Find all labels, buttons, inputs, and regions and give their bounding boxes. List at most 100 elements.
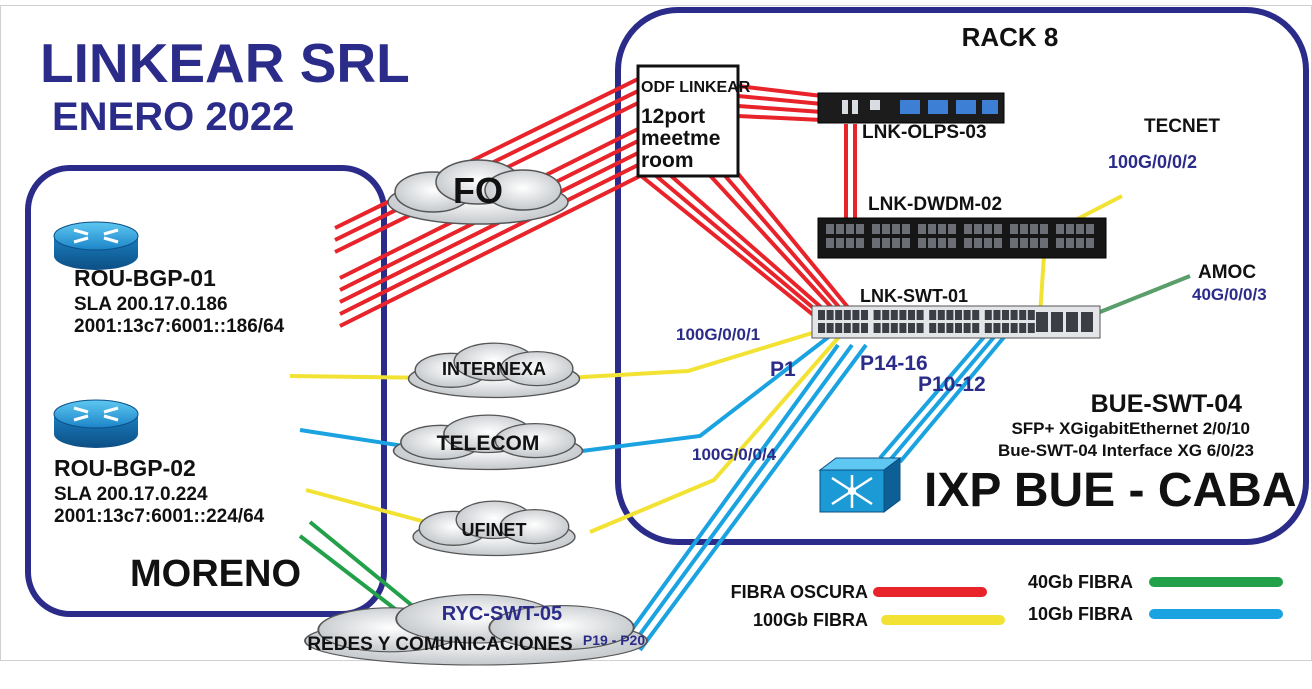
dwdm-port [856, 224, 864, 234]
switch-port [984, 310, 992, 320]
switch-uplink-port [1051, 312, 1063, 332]
router-2-name: ROU-BGP-02 [54, 455, 196, 481]
dwdm-port [836, 238, 844, 248]
dwdm-port [948, 224, 956, 234]
legend: FIBRA OSCURA 100Gb FIBRA 40Gb FIBRA 10Gb… [731, 572, 1283, 630]
switch-port [972, 323, 980, 333]
dwdm-port [928, 238, 936, 248]
amoc-label: AMOC [1198, 262, 1256, 283]
dwdm-port [872, 238, 880, 248]
dwdm-port [1066, 238, 1074, 248]
olps-label: LNK-OLPS-03 [862, 122, 987, 143]
switch-port [890, 310, 898, 320]
switch-port [946, 310, 954, 320]
dwdm-port [1030, 238, 1038, 248]
odf-box[interactable] [636, 64, 740, 178]
dwdm-port [938, 224, 946, 234]
switch-port [873, 323, 881, 333]
odf-label-3: meetme [641, 127, 720, 150]
legend-label-100g: 100Gb FIBRA [753, 610, 868, 630]
dwdm-port [974, 238, 982, 248]
page-subtitle: ENERO 2022 [52, 95, 294, 139]
dwdm-port [928, 224, 936, 234]
dwdm-port [1010, 238, 1018, 248]
amoc-port-label: 40G/0/0/3 [1192, 285, 1267, 304]
dwdm-port [892, 224, 900, 234]
switch-port [972, 310, 980, 320]
switch-port [993, 323, 1001, 333]
telecom-label: TELECOM [437, 432, 540, 455]
port-label-p10-12: P10-12 [918, 373, 986, 396]
dark-fiber-lines-olps-dwdm [844, 124, 857, 226]
switch-port [1002, 310, 1009, 320]
switch-port [882, 310, 890, 320]
switch-uplink-port [1066, 312, 1078, 332]
switch-port [1027, 310, 1035, 320]
page-title: LINKEAR SRL [40, 32, 410, 94]
port-label-100g-0-0-4: 100G/0/0/4 [692, 445, 777, 464]
dwdm-port [1076, 224, 1084, 234]
internexa-label: INTERNEXA [442, 359, 546, 379]
legend-label-10g: 10Gb FIBRA [1028, 604, 1133, 624]
ixp-switch-label: BUE-SWT-04 [1091, 390, 1243, 418]
switch-port [908, 323, 915, 333]
dwdm-port [1056, 224, 1064, 234]
router-icon[interactable] [53, 221, 139, 270]
port-label-100g-0-0-1: 100G/0/0/1 [676, 325, 760, 344]
dwdm-port [826, 238, 834, 248]
dwdm-port [882, 238, 890, 248]
switch-port [861, 310, 868, 320]
ixp-interface-1: SFP+ XGigabitEthernet 2/0/10 [1011, 419, 1250, 438]
switch-port [955, 323, 962, 333]
dwdm-port [846, 224, 854, 234]
ixp-switch-icon[interactable] [818, 457, 902, 513]
switch-port [861, 323, 868, 333]
switch-port [963, 323, 971, 333]
switch-port [852, 323, 860, 333]
olps-device[interactable] [817, 92, 1005, 124]
dwdm-label: LNK-DWDM-02 [868, 194, 1002, 215]
swt-label: LNK-SWT-01 [860, 286, 968, 306]
switch-port [890, 323, 898, 333]
switch-port [826, 323, 834, 333]
switch-port [946, 323, 954, 333]
dwdm-port [856, 238, 864, 248]
core-switch-device[interactable] [811, 305, 1101, 339]
odf-label-2: 12port [641, 105, 705, 128]
switch-port [882, 323, 890, 333]
dwdm-device[interactable] [817, 217, 1107, 259]
router-2-ipv6: 2001:13c7:6001::224/64 [54, 506, 265, 527]
dwdm-port [1076, 238, 1084, 248]
switch-port [1010, 323, 1018, 333]
router-1-ipv6: 2001:13c7:6001::186/64 [74, 316, 285, 337]
router-icon[interactable] [53, 399, 139, 448]
switch-port [1027, 323, 1035, 333]
switch-uplink-port [1036, 312, 1048, 332]
ryc-switch-label: RYC-SWT-05 [442, 603, 562, 625]
dwdm-port [1030, 224, 1038, 234]
dwdm-port [1056, 238, 1064, 248]
dark-fiber-lines-odf-olps [737, 84, 823, 122]
switch-port [1010, 310, 1018, 320]
ufinet-label: UFINET [462, 520, 527, 540]
dwdm-port [846, 238, 854, 248]
switch-uplink-port [1081, 312, 1093, 332]
dwdm-port [1066, 224, 1074, 234]
tecnet-label: TECNET [1144, 116, 1220, 137]
router-1-name: ROU-BGP-01 [74, 265, 216, 291]
dwdm-port [1040, 224, 1048, 234]
dwdm-port [918, 224, 926, 234]
switch-port [908, 310, 915, 320]
switch-port [937, 310, 945, 320]
switch-port [818, 310, 825, 320]
dwdm-port [902, 238, 910, 248]
switch-port [1019, 323, 1027, 333]
dwdm-port [964, 224, 972, 234]
dwdm-port [994, 224, 1002, 234]
switch-port [899, 310, 907, 320]
ixp-interface-2: Bue-SWT-04 Interface XG 6/0/23 [998, 441, 1254, 460]
switch-port [955, 310, 962, 320]
dwdm-port [984, 238, 992, 248]
dwdm-port [948, 238, 956, 248]
dwdm-port [1086, 224, 1094, 234]
